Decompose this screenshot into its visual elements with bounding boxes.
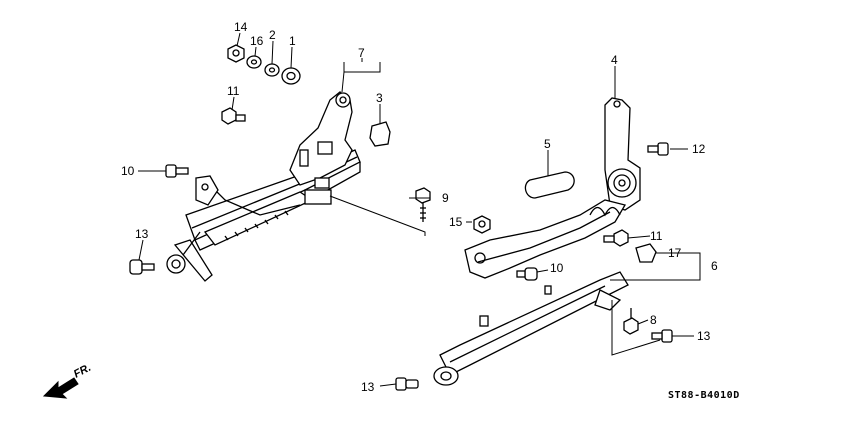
diagram-code: ST88-B4010D bbox=[668, 390, 740, 401]
bolt-11-right bbox=[603, 229, 629, 247]
bolt-12 bbox=[647, 142, 669, 156]
callout-11-left: 11 bbox=[227, 84, 240, 98]
callout-3: 3 bbox=[376, 91, 383, 105]
callout-14: 14 bbox=[234, 20, 248, 34]
bolt-13-left bbox=[129, 259, 155, 275]
callout-2: 2 bbox=[269, 28, 276, 42]
callout-10-right: 10 bbox=[550, 261, 564, 275]
clip-17 bbox=[635, 243, 657, 263]
washer-2 bbox=[264, 63, 280, 77]
right-recliner-assembly bbox=[433, 97, 661, 386]
callout-4: 4 bbox=[611, 53, 618, 67]
bolt-13-bottom bbox=[395, 377, 419, 391]
bolt-13-right bbox=[651, 329, 673, 343]
callout-16: 16 bbox=[250, 34, 264, 48]
callout-6: 6 bbox=[711, 259, 718, 273]
small-parts bbox=[129, 44, 673, 391]
bolt-10-left bbox=[165, 164, 189, 178]
left-seat-track-assembly bbox=[166, 91, 426, 282]
bolt-11-left bbox=[221, 107, 246, 125]
callout-13-bottom: 13 bbox=[361, 380, 375, 394]
front-direction-indicator: FR. bbox=[42, 362, 93, 399]
washer-16 bbox=[246, 55, 262, 69]
callout-17: 17 bbox=[668, 246, 682, 260]
callout-12: 12 bbox=[692, 142, 706, 156]
bolt-10-right bbox=[516, 267, 538, 281]
callout-5: 5 bbox=[544, 137, 551, 151]
callout-13-left: 13 bbox=[135, 227, 149, 241]
callout-13-right: 13 bbox=[697, 329, 711, 343]
callout-15: 15 bbox=[449, 215, 463, 229]
callout-10-left: 10 bbox=[121, 164, 135, 178]
bolt-9 bbox=[415, 187, 431, 222]
nut-14 bbox=[227, 44, 245, 63]
bushing-1 bbox=[281, 67, 301, 85]
callout-labels: 14 16 2 1 7 3 11 10 9 13 4 12 5 15 11 17… bbox=[121, 20, 718, 394]
leader-lines bbox=[138, 32, 701, 387]
bolt-8 bbox=[623, 308, 639, 335]
callout-11-right: 11 bbox=[650, 229, 663, 243]
clip-3 bbox=[369, 121, 391, 147]
callout-7: 7 bbox=[358, 46, 365, 60]
callout-8: 8 bbox=[650, 313, 657, 327]
knob-5 bbox=[524, 171, 575, 199]
callout-9: 9 bbox=[442, 191, 449, 205]
callout-1: 1 bbox=[289, 34, 296, 48]
front-arrow-icon bbox=[42, 377, 79, 399]
nut-15 bbox=[473, 215, 491, 234]
front-direction-label: FR. bbox=[72, 362, 93, 381]
